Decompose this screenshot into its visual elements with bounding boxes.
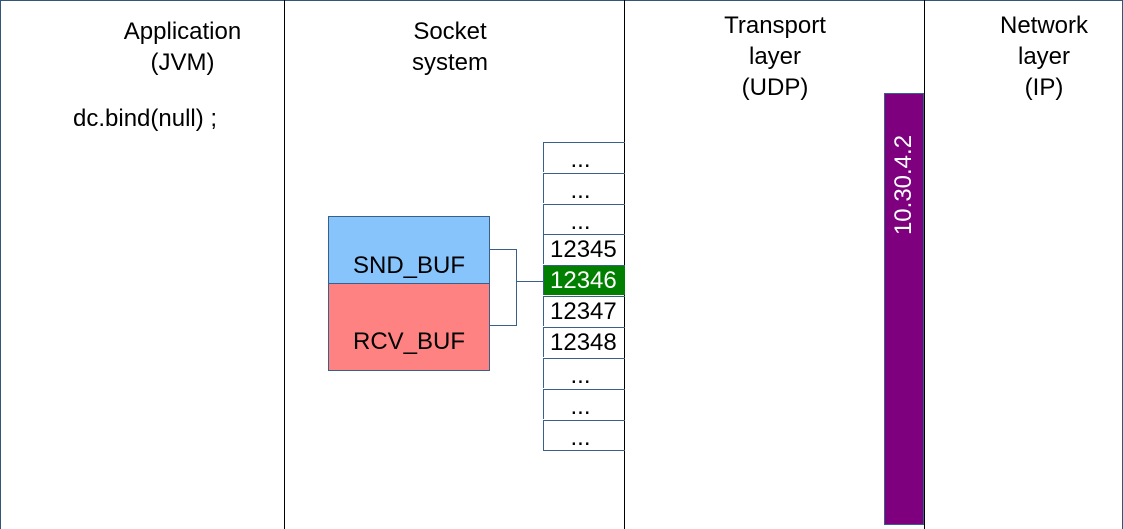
network-layer-column-title: Network layer (IP) xyxy=(999,12,1089,101)
port-row: 12348 xyxy=(543,327,625,357)
buffer-to-port-connector xyxy=(517,281,543,282)
buffer-bracket-connector xyxy=(490,249,517,326)
port-ellipsis-row: ... xyxy=(543,389,625,420)
port-ellipsis-row: ... xyxy=(543,358,625,389)
port-ellipsis-row: ... xyxy=(543,420,625,451)
active-port-row: 12346 xyxy=(543,265,625,295)
receive-buffer-label: RCV_BUF xyxy=(352,327,466,355)
port-row: 12345 xyxy=(543,234,625,264)
port-ellipsis-row: ... xyxy=(543,142,625,173)
port-row: 12347 xyxy=(543,296,625,326)
ip-address-bar: 10.30.4.2 xyxy=(884,93,924,525)
divider-application-socket xyxy=(284,0,285,529)
ip-address-label: 10.30.4.2 xyxy=(890,134,917,236)
transport-layer-column-title: Transport layer (UDP) xyxy=(724,12,826,101)
port-ellipsis-row: ... xyxy=(543,173,625,204)
application-column-title: Application (JVM) xyxy=(123,18,242,76)
divider-transport-network xyxy=(924,0,925,529)
bind-call-code: dc.bind(null) ; xyxy=(73,105,218,132)
divider-socket-transport xyxy=(624,0,625,529)
socket-system-column-title: Socket system xyxy=(411,18,488,76)
send-buffer-label: SND_BUF xyxy=(352,252,466,279)
receive-buffer: RCV_BUF xyxy=(328,283,490,371)
port-ellipsis-row: ... xyxy=(543,204,625,235)
send-buffer: SND_BUF xyxy=(328,216,490,283)
